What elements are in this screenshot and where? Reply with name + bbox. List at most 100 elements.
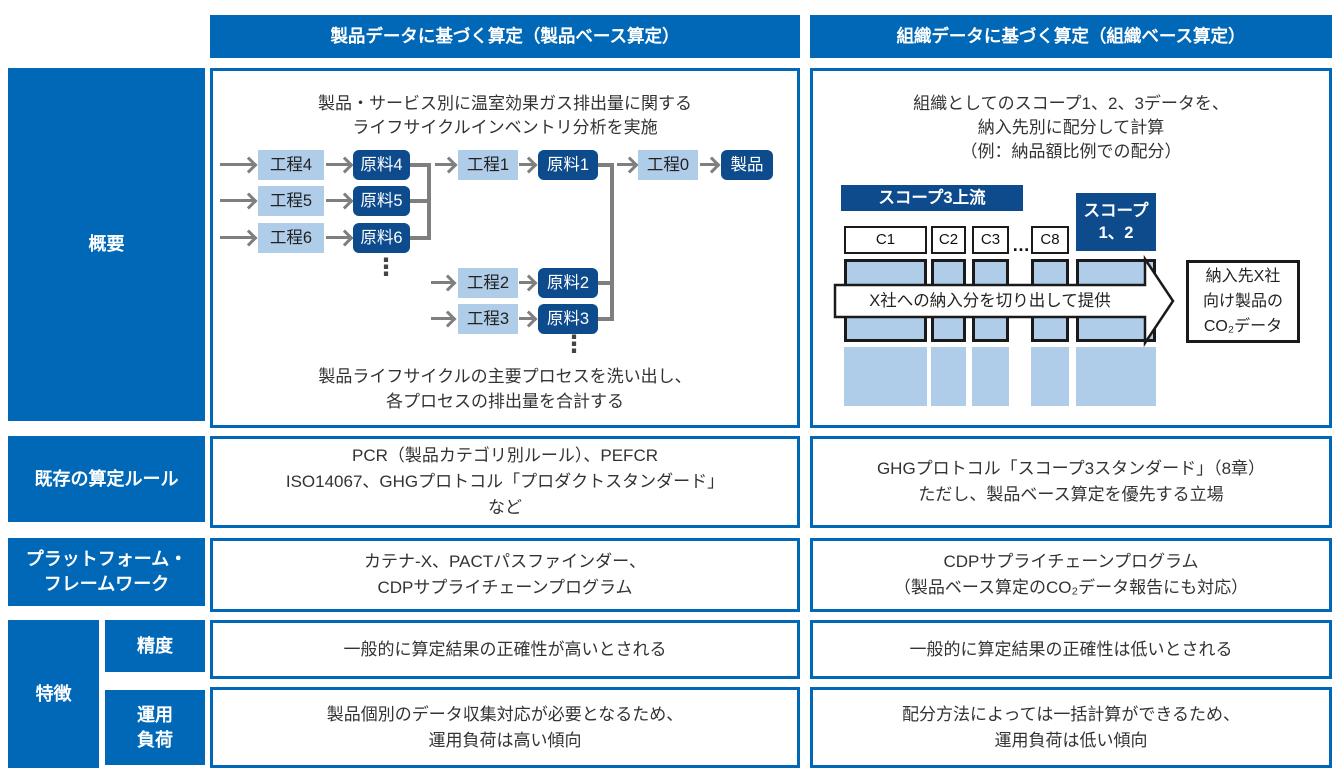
row-label-platform: プラットフォーム・ フレームワーク	[8, 538, 205, 606]
row-label-features: 特徴	[8, 620, 99, 768]
cutout-arrow	[833, 254, 1175, 348]
row-label-rules: 既存の算定ルール	[8, 436, 205, 522]
load-product-line1: 製品個別のデータ収集対応が必要となるため、	[326, 704, 684, 724]
co2-output-box: 納入先X社 向け製品の CO₂データ	[1186, 260, 1300, 343]
accuracy-organization-text: 一般的に算定結果の正確性は低いとされる	[909, 639, 1233, 659]
flow-arrow	[431, 317, 452, 320]
load-organization-text: 配分方法によっては一括計算ができるため、 運用負荷は低い傾向	[902, 702, 1240, 754]
platform-product-line1: カテナ-X、PACTパスファインダー、	[364, 552, 646, 571]
genryo3-label: 原料3	[546, 310, 590, 328]
flow-box-kotei6: 工程6	[258, 223, 324, 253]
row-label-overview-text: 概要	[88, 234, 125, 254]
flow-box-genryo5: 原料5	[353, 186, 410, 216]
cutout-arrow-text: X社への納入分を切り出して提供	[869, 292, 1111, 310]
load-product-cell: 製品個別のデータ収集対応が必要となるため、 運用負荷は高い傾向	[210, 687, 800, 768]
platform-product-cell: カテナ-X、PACTパスファインダー、 CDPサプライチェーンプログラム	[210, 538, 800, 612]
connector-line	[598, 163, 614, 167]
platform-organization-cell: CDPサプライチェーンプログラム （製品ベース算定のCO₂データ報告にも対応）	[810, 538, 1332, 612]
rules-organization-line2: ただし、製品ベース算定を優先する立場	[918, 485, 1224, 504]
scope12-line2: 1、2	[1098, 224, 1134, 242]
load-organization-line1: 配分方法によっては一括計算ができるため、	[902, 704, 1240, 724]
output-line2: 向け製品の	[1202, 293, 1283, 310]
genryo1-label: 原料1	[546, 156, 590, 174]
scope12-line1: スコープ	[1083, 202, 1149, 220]
connector-line	[410, 199, 431, 203]
load-organization-cell: 配分方法によっては一括計算ができるため、 運用負荷は低い傾向	[810, 687, 1332, 768]
c2-label: C2	[938, 231, 959, 248]
header-organization-based: 組織データに基づく算定（組織ベース算定）	[810, 15, 1332, 58]
row-label-accuracy-text: 精度	[137, 635, 173, 656]
genryo2-label: 原料2	[546, 274, 590, 292]
flow-box-kotei3: 工程3	[458, 304, 518, 334]
load-product-text: 製品個別のデータ収集対応が必要となるため、 運用負荷は高い傾向	[327, 702, 684, 754]
header-product-based: 製品データに基づく算定（製品ベース算定）	[210, 15, 800, 58]
flow-box-genryo3: 原料3	[538, 304, 598, 334]
flow-box-kotei5: 工程5	[258, 186, 324, 216]
genryo6-label: 原料6	[360, 229, 403, 247]
connector-line	[410, 163, 431, 167]
scope12-box: スコープ 1、2	[1076, 193, 1156, 251]
flow-arrow	[326, 163, 349, 166]
output-line3: CO₂データ	[1203, 318, 1283, 335]
accuracy-product-cell: 一般的に算定結果の正確性が高いとされる	[210, 620, 800, 679]
accuracy-organization-cell: 一般的に算定結果の正確性は低いとされる	[810, 620, 1332, 679]
output-line1: 納入先X社	[1205, 268, 1281, 285]
flow-arrow	[220, 199, 253, 202]
rules-product-text: PCR（製品カテゴリ別ルール）、PEFCR ISO14067、GHGプロトコル「…	[286, 443, 724, 521]
row-label-accuracy: 精度	[105, 620, 205, 672]
product-box-label: 製品	[730, 156, 764, 174]
connector-line	[598, 317, 614, 321]
platform-label-line2: フレームワーク	[43, 574, 170, 594]
flow-box-kotei0: 工程0	[638, 150, 698, 180]
kotei1-label: 工程1	[466, 156, 510, 174]
allocation-remainder	[1076, 347, 1156, 406]
genryo5-label: 原料5	[360, 192, 403, 210]
co2-output-text: 納入先X社 向け製品の CO₂データ	[1203, 264, 1283, 339]
rules-organization-cell: GHGプロトコル「スコープ3スタンダード」（8章） ただし、製品ベース算定を優先…	[810, 436, 1332, 528]
row-label-load: 運用 負荷	[105, 690, 205, 765]
kotei6-label: 工程6	[269, 229, 313, 247]
category-box-c3: C3	[972, 226, 1009, 254]
flow-box-product: 製品	[721, 150, 773, 180]
org-intro-line1: 組織としてのスコープ1、2、3データを、	[913, 94, 1229, 113]
allocation-remainder	[972, 347, 1009, 406]
product-note-line2: 各プロセスの排出量を合計する	[386, 392, 624, 411]
load-organization-line2: 運用負荷は低い傾向	[994, 730, 1148, 750]
flow-arrow	[326, 236, 349, 239]
flow-box-genryo4: 原料4	[353, 150, 410, 180]
rules-organization-text: GHGプロトコル「スコープ3スタンダード」（8章） ただし、製品ベース算定を優先…	[877, 456, 1265, 508]
category-box-c2: C2	[931, 226, 966, 254]
rules-organization-line1: GHGプロトコル「スコープ3スタンダード」（8章）	[876, 459, 1266, 478]
rules-product-cell: PCR（製品カテゴリ別ルール）、PEFCR ISO14067、GHGプロトコル「…	[210, 436, 800, 528]
connector-line-vertical	[427, 163, 431, 240]
flow-arrow	[519, 163, 533, 166]
org-intro-line2: 納入先別に配分して計算	[977, 118, 1165, 137]
product-intro-line2: ライフサイクルインベントリ分析を実施	[352, 118, 658, 137]
allocation-remainder	[931, 347, 966, 406]
c3-label: C3	[980, 231, 1001, 248]
product-intro-line1: 製品・サービス別に温室効果ガス排出量に関する	[318, 94, 692, 113]
flow-arrow	[519, 281, 533, 284]
platform-organization-line2: （製品ベース算定のCO₂データ報告にも対応）	[893, 578, 1249, 597]
header-product-label: 製品データに基づく算定（製品ベース算定）	[330, 26, 680, 46]
rules-product-line3: など	[488, 498, 522, 517]
scope3-upstream-bar: スコープ3上流	[841, 185, 1023, 211]
load-label-line1: 運用	[137, 704, 173, 725]
flow-box-kotei1: 工程1	[458, 150, 518, 180]
kotei3-label: 工程3	[466, 310, 510, 328]
horizontal-ellipsis: …	[1012, 235, 1030, 255]
allocation-remainder	[1031, 347, 1069, 406]
genryo4-label: 原料4	[360, 156, 403, 174]
accuracy-product-text: 一般的に算定結果の正確性が高いとされる	[343, 639, 667, 659]
flow-arrow	[700, 163, 716, 166]
flow-arrow	[435, 163, 453, 166]
platform-organization-line1: CDPサプライチェーンプログラム	[943, 552, 1199, 571]
flow-arrow	[431, 281, 452, 284]
flow-box-genryo1: 原料1	[538, 150, 598, 180]
rules-product-line1: PCR（製品カテゴリ別ルール）、PEFCR	[351, 446, 658, 465]
row-label-rules-text: 既存の算定ルール	[34, 468, 179, 489]
flow-box-genryo6: 原料6	[353, 223, 410, 253]
category-box-c8: C8	[1031, 226, 1069, 254]
kotei5-label: 工程5	[269, 192, 313, 210]
flow-arrow	[220, 236, 253, 239]
